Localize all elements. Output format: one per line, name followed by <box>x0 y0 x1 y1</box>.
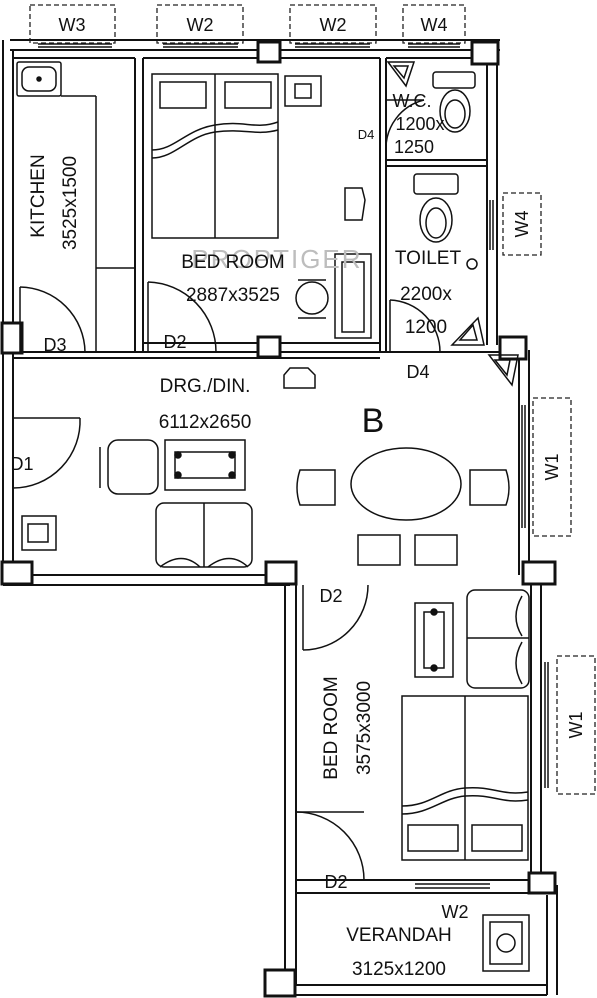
bedroom-bottom-furniture <box>401 589 530 972</box>
drawing-furniture <box>21 367 510 568</box>
room-size-toilet-line2: 1200 <box>405 317 447 338</box>
room-size-wc-line2: 1250 <box>394 137 434 157</box>
bedroom-top-furniture <box>151 73 372 339</box>
room-label-bedroom-bottom: BED ROOM <box>321 676 342 779</box>
window-tag-w2-verandah: W2 <box>442 902 469 922</box>
window-tag-w3: W3 <box>59 15 86 35</box>
window-tag-w1-bedroom: W1 <box>566 712 586 739</box>
window-tag-w2-top-left: W2 <box>187 15 214 35</box>
room-size-toilet-line1: 2200x <box>400 284 452 305</box>
window-tag-w2-top-right: W2 <box>320 15 347 35</box>
columns <box>0 40 557 998</box>
room-size-wc-line1: 1200x <box>395 114 444 134</box>
door-tag-d4-wc: D4 <box>358 127 375 142</box>
watermark: PROPTIGER <box>191 244 362 274</box>
block-label: B <box>362 402 385 440</box>
door-tag-d1-entry: D1 <box>10 454 33 474</box>
room-size-verandah: 3125x1200 <box>352 959 446 980</box>
window-tag-w4-toilet: W4 <box>512 211 532 238</box>
room-size-bedroom-bottom: 3575x3000 <box>354 681 375 775</box>
room-label-wc: W.C. <box>393 91 432 111</box>
bath-fixtures <box>386 61 519 387</box>
window-tags <box>29 4 596 795</box>
room-label-drawing-dining: DRG./DIN. <box>160 376 251 397</box>
door-tag-d2-bedroom-top: D2 <box>319 586 342 606</box>
kitchen-fixtures <box>16 61 135 352</box>
room-label-kitchen: KITCHEN <box>28 154 49 237</box>
door-tag-d4-toilet: D4 <box>406 362 429 382</box>
window-tag-w1-drawing: W1 <box>542 454 562 481</box>
walls <box>2 39 558 996</box>
room-label-toilet: TOILET <box>395 248 462 269</box>
room-size-bedroom-top: 2887x3525 <box>186 285 280 306</box>
room-label-verandah: VERANDAH <box>346 925 452 946</box>
window-lines <box>38 43 549 889</box>
door-tag-d2-bedroom: D2 <box>163 332 186 352</box>
room-size-drawing-dining: 6112x2650 <box>159 412 252 433</box>
window-tag-w4-top: W4 <box>421 15 448 35</box>
doors <box>12 99 441 881</box>
room-label-bedroom-top: BED ROOM <box>181 252 284 273</box>
door-tag-d3-kitchen: D3 <box>43 335 66 355</box>
door-tag-d2-bedroom-bottom: D2 <box>324 872 347 892</box>
room-size-kitchen: 3525x1500 <box>60 156 81 250</box>
